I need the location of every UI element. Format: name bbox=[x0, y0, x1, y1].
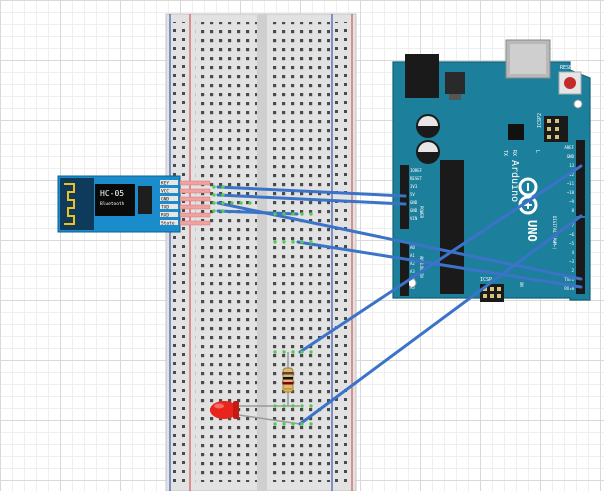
l-led-label: L bbox=[534, 150, 540, 153]
pin-label: 8 bbox=[572, 208, 575, 213]
pin-label: A3 bbox=[410, 269, 415, 274]
icsp2-label: ICSP2 bbox=[537, 113, 543, 128]
pin-label: AREF bbox=[564, 145, 574, 150]
icsp-label: ICSP bbox=[480, 277, 492, 283]
hc05-pin-label: VCC bbox=[161, 189, 169, 195]
arduino-uno-board: RESET ICSP2 TX RX L Arduino UNO POWER AN… bbox=[392, 39, 591, 302]
pin-label: ~3 bbox=[569, 259, 574, 264]
pin-label: 5V bbox=[410, 192, 415, 197]
antenna-trace bbox=[64, 183, 75, 225]
pin-label: ~5 bbox=[569, 241, 574, 246]
digital-label: DIGITAL (PWM~) bbox=[552, 216, 557, 250]
on-label: ON bbox=[519, 282, 524, 287]
pin-label: 2 bbox=[572, 268, 575, 273]
reset-label: RESET bbox=[560, 65, 575, 71]
hc05-module: HC-05 Bluetooth KEY VCC GND TXD RXD Stat… bbox=[57, 175, 211, 233]
wire-gnd-gnd bbox=[216, 193, 407, 206]
wire-vcc-5v bbox=[216, 185, 407, 198]
model-label: UNO bbox=[525, 220, 539, 242]
pin-label: GND bbox=[410, 208, 418, 213]
hc05-pin-label: KEY bbox=[161, 181, 169, 187]
brand-label: Arduino bbox=[509, 160, 520, 202]
pin-label: A0 bbox=[410, 245, 415, 250]
hc05-model-label: HC-05 bbox=[100, 189, 124, 198]
pin-label: RESET bbox=[410, 176, 423, 181]
pin-label: ~11 bbox=[567, 181, 575, 186]
rx-label: RX bbox=[511, 150, 517, 156]
pin-label: IOREF bbox=[410, 168, 423, 173]
pin-label: A5 bbox=[410, 285, 415, 290]
analog-label: ANALOG IN bbox=[419, 256, 424, 278]
connection-highlights bbox=[212, 185, 313, 426]
power-pin-labels: IOREF RESET 3V3 5V GND GND VIN bbox=[410, 168, 423, 221]
breadboard bbox=[165, 13, 357, 491]
pin-label: 12 bbox=[569, 172, 574, 177]
resistor bbox=[282, 352, 294, 406]
digital-pin-labels: AREF GND 13 12 ~11 ~10 ~9 8 7 ~6 ~5 4 ~3… bbox=[564, 145, 574, 291]
wire-led-gnd bbox=[298, 214, 583, 426]
analog-pin-labels: A0 A1 A2 A3 A4 A5 bbox=[410, 245, 415, 290]
pin-label: A2 bbox=[410, 261, 415, 266]
wire-resistor-d13 bbox=[298, 164, 583, 354]
hc05-pin-label: GND bbox=[161, 197, 169, 203]
wires bbox=[216, 164, 583, 426]
pin-label: TX▸1 bbox=[564, 277, 574, 282]
pin-label: ~9 bbox=[569, 199, 574, 204]
red-led bbox=[210, 401, 301, 425]
tx-label: TX bbox=[502, 150, 508, 156]
pin-label: VIN bbox=[410, 216, 418, 221]
pin-label: 7 bbox=[572, 223, 575, 228]
pin-label: A4 bbox=[410, 277, 415, 282]
pin-label: A1 bbox=[410, 253, 415, 258]
pin-label: 4 bbox=[572, 250, 575, 255]
pin-label: 3V3 bbox=[410, 184, 418, 189]
wire-divider-rx bbox=[296, 240, 583, 289]
pin-label: RX◂0 bbox=[564, 286, 574, 291]
power-label: POWER bbox=[419, 206, 424, 219]
pin-label: GND bbox=[410, 200, 418, 205]
hc05-subtitle: Bluetooth bbox=[100, 201, 125, 207]
pin-label: 13 bbox=[569, 163, 574, 168]
pin-label: ~10 bbox=[567, 190, 575, 195]
pin-label: GND bbox=[567, 154, 575, 159]
hc05-pin-label: State bbox=[161, 221, 175, 227]
hc05-pin-label: TXD bbox=[161, 205, 169, 211]
wire-txd bbox=[216, 201, 583, 281]
pin-label: ~6 bbox=[569, 232, 574, 237]
hc05-pin-label: RXD bbox=[161, 213, 169, 219]
